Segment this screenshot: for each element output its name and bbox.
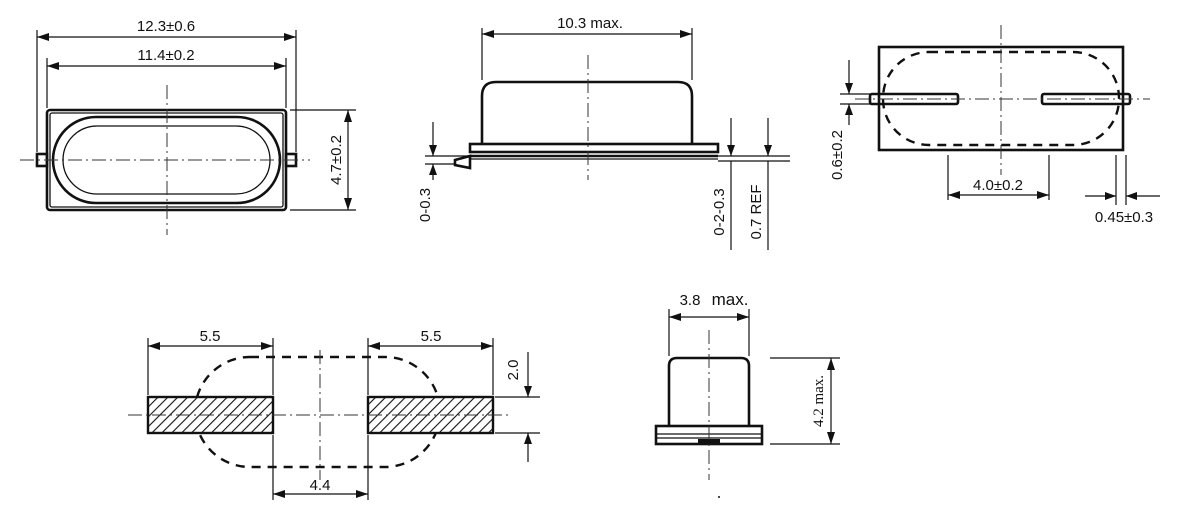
end-view: 3.8 max. 4.2 max.: [654, 290, 840, 498]
bottom-view: 0.6±0.2 4.0±0.2 0.45±0.3: [829, 25, 1160, 226]
dim-side-right-offset: 0-2-0.3: [711, 188, 728, 236]
dim-top-body-height: 4.7±0.2: [328, 135, 345, 185]
dim-bottom-lead-height: 0.6±0.2: [829, 130, 846, 180]
top-view: 12.3±0.6 11.4±0.2 4.7±0.2: [20, 18, 356, 235]
side-view-can: [480, 80, 694, 144]
dim-side-left-offset: 0-0.3: [417, 188, 434, 222]
dim-side-ref: 0.7 REF: [748, 184, 765, 239]
side-view-base: [468, 142, 720, 154]
dim-pad-gap: 4.4: [310, 477, 331, 494]
dim-pad-left-length: 5.5: [200, 328, 221, 345]
pad-layout: 5.5 5.5 2.0 4.4: [128, 328, 540, 500]
side-view: 10.3 max. 0-0.3 0-2-0.3 0.7 REF: [417, 15, 790, 250]
dim-top-overall-length: 12.3±0.6: [137, 18, 195, 35]
end-view-lead: [698, 439, 720, 444]
dim-end-max-height: 4.2 max.: [811, 375, 827, 427]
dim-pad-width: 2.0: [505, 360, 522, 381]
side-view-lead-left: [453, 154, 472, 170]
dim-pad-right-length: 5.5: [421, 328, 442, 345]
dim-end-max-width-unit: max.: [712, 290, 749, 309]
dim-end-max-width: 3.8: [680, 292, 701, 309]
dim-top-body-length: 11.4±0.2: [137, 47, 194, 64]
dim-side-max-length: 10.3 max.: [557, 15, 623, 32]
dim-bottom-lead-overhang: 0.45±0.3: [1095, 209, 1153, 226]
dim-bottom-lead-span: 4.0±0.2: [973, 177, 1023, 194]
